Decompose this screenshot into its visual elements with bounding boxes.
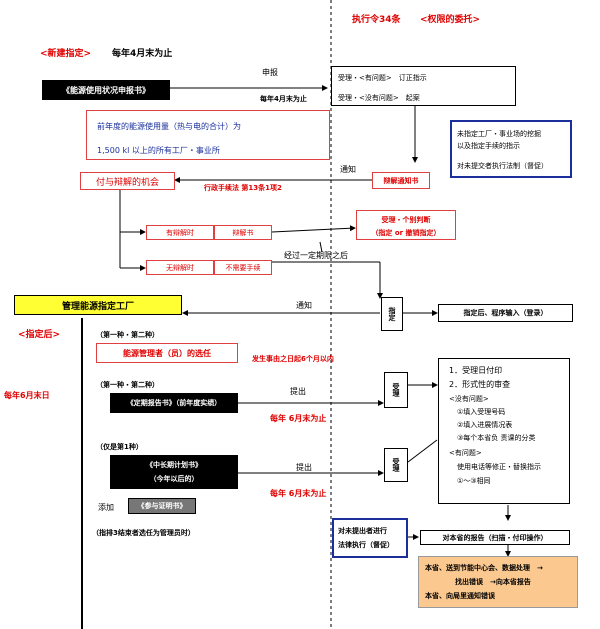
new-designation-tag: <新建指定> [40,49,92,59]
submit-label: 申报 [262,68,278,77]
new-designation-deadline: 每年4月末为止 [112,49,173,59]
acceptance-checklist: 1．受理日付印 2．形式性的审查 <没有问题> ①填入受理号码 ②填入进展情况表… [438,358,570,504]
accept-box-1: 受理 [384,372,408,408]
unregistered-note-line-3: 对未提交者执行法制（督促） [457,162,548,170]
acceptance-issue: 受理・<有问题> 订正指示 [338,74,427,82]
periodic-report-doc: 《定期报告书》（前年度实绩） [110,393,238,413]
data-processing-line-1: 本省、送到节能中心会、数据处理 → [425,564,543,572]
hearing-notice-box: 辩解通知书 [372,172,430,189]
defense-opportunity-box: 付与辩解的机会 [80,172,175,190]
periodic-deadline: 每年 6月末为止 [270,414,327,423]
accept-box-2: 受理 [384,448,408,482]
checklist-line-4: ①填入受理号码 [457,408,506,416]
designated-factory-box: 管理能源指定工厂 [14,295,182,315]
unregistered-note-line-2: 以及指定手续的指示 [457,142,520,150]
unregistered-note-line-1: 未指定工厂・事业场的挖掘 [457,130,541,138]
after-period-label: 经过一定期限之后 [284,251,348,260]
acceptance-no-issue: 受理・<没有问题> 起案 [338,94,420,102]
individual-judgement-line-2: （指定 or 撤销指定） [371,229,441,237]
condition-line-1: 前年度的能源使用量（热与电的合计）为 [97,122,241,131]
data-processing-box: 本省、送到节能中心会、数据处理 → 找出错误 →向本省报告 本省、向局里通知错误 [418,556,578,608]
submit-label-3: 提出 [296,463,312,472]
category-label-1: （第一种・第二种） [96,331,159,339]
participation-cert-doc: 《参与证明书》 [128,498,196,514]
designation-box: 指定 [381,297,403,331]
defense-doc-box: 辩解书 [214,225,272,240]
non-submitter-note-line-2: 法律执行（督促） [338,541,394,549]
notification-label-1: 通知 [340,165,356,174]
no-procedure-box: 不需要手续 [214,260,272,275]
post-designation-box: 指定后、程序输入（登录） [438,304,573,322]
data-processing-line-3: 本省、向局里通知错误 [425,592,495,600]
attach-label: 添加 [98,503,114,512]
data-processing-line-2: 找出错误 →向本省报告 [455,578,531,586]
ministry-report-box: 对本省的报告（扫描・付印操作） [420,530,570,545]
non-submitter-note-line-1: 对未提出者进行 [338,527,387,535]
rule-reference: 执行令34条 [352,15,401,25]
midlong-deadline: 每年 6月末为止 [270,489,327,498]
non-submitter-note: 对未提出者进行 法律执行（督促） [332,518,408,558]
individual-judgement-line-1: 受理・个别判断 [381,216,431,224]
after-designation-tag: <指定后> [18,330,61,340]
category-label-3: （仅是第1种） [96,443,143,451]
admin-law-reference: 行政手续法 第13条1项2 [204,184,282,192]
checklist-line-6: ③每个本省负 责课的分类 [457,434,536,442]
checklist-line-1: 1．受理日付印 [449,366,503,375]
manager-deadline: 发生事由之日起6个月以内 [252,355,334,363]
category-label-2: （第一种・第二种） [96,381,159,389]
midlong-plan-line-1: 《中长期计划书》 [146,461,202,469]
checklist-line-9: ①～③相同 [457,477,491,485]
report-deadline: 每年4月末为止 [260,95,307,103]
checklist-line-3: <没有问题> [449,395,489,403]
acceptance-box: 受理・<有问题> 订正指示 受理・<没有问题> 起案 [331,66,516,106]
annual-deadline: 每年6月末日 [4,391,50,400]
energy-report-doc: 《能源使用状况申报书》 [42,80,170,100]
with-defense-box: 有辩解时 [146,225,214,240]
delegation-label: <权限的委托> [420,15,481,25]
checklist-line-7: <有问题> [449,449,482,457]
condition-box: 前年度的能源使用量（热与电的合计）为 1,500 kl 以上的所有工厂・事业所 [86,110,330,160]
checklist-line-2: 2．形式性的审查 [449,380,511,389]
condition-line-2: 1,500 kl 以上的所有工厂・事业所 [97,146,220,155]
checklist-line-5: ②填入进展情况表 [457,421,513,429]
without-defense-box: 无辩解时 [146,260,214,275]
checklist-line-8: 使用电话等修正・替换指示 [457,463,541,471]
bottom-note: （指排3结束者选任为管理员时） [92,529,195,537]
submit-label-2: 提出 [290,387,306,396]
unregistered-note: 未指定工厂・事业场的挖掘 以及指定手续的指示 对未提交者执行法制（督促） [450,120,572,178]
midlong-plan-line-2: （今年以后的） [149,475,199,483]
notification-label-2: 通知 [296,301,312,310]
manager-appointment-box: 能源管理者（员）的选任 [96,343,238,363]
midlong-plan-doc: 《中长期计划书》 （今年以后的） [110,455,238,489]
individual-judgement-box: 受理・个别判断 （指定 or 撤销指定） [356,210,456,240]
